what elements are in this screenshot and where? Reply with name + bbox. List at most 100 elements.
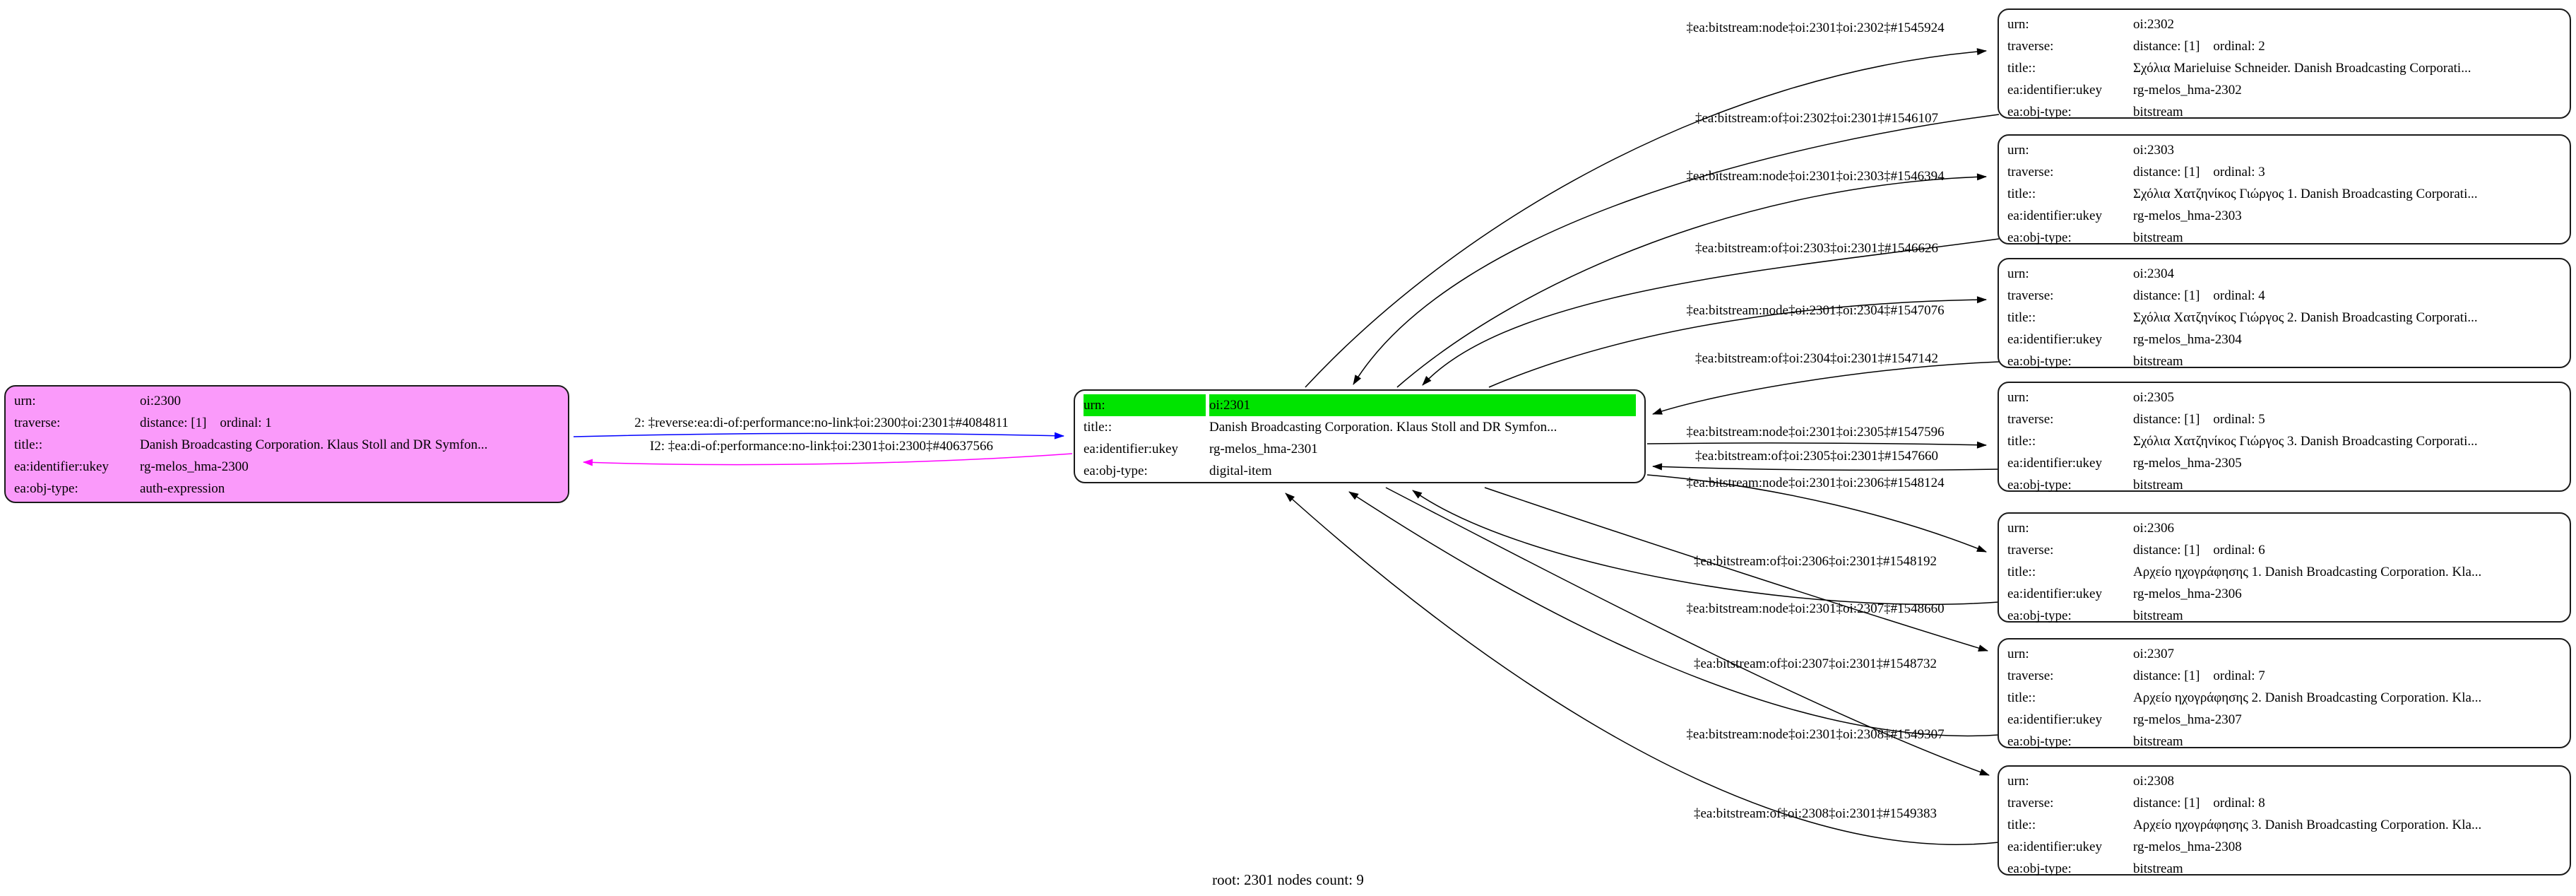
field-value: Αρχείο ηχογράφησης 1. Danish Broadcastin… bbox=[2133, 565, 2482, 579]
edge-of-2305-2301 bbox=[1652, 463, 2000, 471]
edge-of-2303-2301 bbox=[1422, 238, 2000, 386]
node-field-row: title::Danish Broadcasting Corporation. … bbox=[1075, 416, 1644, 438]
node-field-row: urn: oi:2306 bbox=[1999, 517, 2570, 539]
edge-performance-forward bbox=[573, 432, 1064, 440]
field-value: bitstream bbox=[2133, 734, 2183, 749]
node-field-row: title::Αρχείο ηχογράφησης 1. Danish Broa… bbox=[1999, 561, 2570, 583]
node-field-row: urn:oi:2308 bbox=[1999, 770, 2570, 792]
field-key: urn: bbox=[14, 394, 36, 408]
field-value: distance: [1] ordinal: 8 bbox=[2133, 796, 2265, 810]
edge-node-2301-2302 bbox=[1305, 48, 1987, 388]
field-key: ea:identifier:ukey bbox=[2007, 586, 2102, 601]
field-value: rg-melos_hma-2306 bbox=[2133, 586, 2242, 601]
field-key: title:: bbox=[2007, 434, 2036, 449]
field-value: distance: [1] ordinal: 5 bbox=[2133, 412, 2265, 427]
field-key: traverse: bbox=[2007, 165, 2054, 179]
edge-node-2301-2307 bbox=[1484, 487, 1988, 652]
field-key: traverse: bbox=[2007, 796, 2054, 810]
field-value: bitstream bbox=[2133, 861, 2183, 876]
field-value: Αρχείο ηχογράφησης 3. Danish Broadcastin… bbox=[2133, 818, 2482, 832]
node-field-row: urn:oi:2303 bbox=[1999, 139, 2570, 161]
field-key: ea:identifier:ukey bbox=[2007, 332, 2102, 347]
field-value: Σχόλια Χατζηνίκος Γιώργος 2. Danish Broa… bbox=[2133, 310, 2478, 325]
node-oi2305[interactable]: urn:oi:2305 traverse:distance: [1] ordin… bbox=[1998, 382, 2571, 493]
node-field-row: traverse:distance: [1] ordinal: 4 bbox=[1999, 285, 2570, 307]
field-value: distance: [1] ordinal: 1 bbox=[140, 415, 272, 430]
field-value: oi:2306 bbox=[2133, 521, 2175, 536]
edge-node-2301-2305 bbox=[1646, 441, 1987, 449]
field-value: rg-melos_hma-2304 bbox=[2133, 332, 2242, 347]
node-field-row: title::Σχόλια Χατζηνίκος Γιώργος 1. Dani… bbox=[1999, 183, 2570, 205]
node-field-row: ea:obj-type: bitstream bbox=[1999, 474, 2570, 496]
node-field-row: ea:obj-type:bitstream bbox=[1999, 350, 2570, 372]
node-oi2307[interactable]: urn:oi:2307 traverse:distance: [1] ordin… bbox=[1998, 638, 2571, 749]
field-value: Danish Broadcasting Corporation. Klaus S… bbox=[1209, 420, 1557, 435]
node-oi2301-root[interactable]: urn:oi:2301 title::Danish Broadcasting C… bbox=[1074, 389, 1646, 483]
field-key: urn: bbox=[2007, 266, 2029, 281]
node-field-row: title::Αρχείο ηχογράφησης 2. Danish Broa… bbox=[1999, 687, 2570, 709]
field-key: traverse: bbox=[14, 415, 61, 430]
field-key: ea:identifier:ukey bbox=[2007, 712, 2102, 727]
field-key: ea:obj-type: bbox=[1084, 464, 1148, 478]
node-field-row: ea:obj-type: bitstream bbox=[1999, 858, 2570, 880]
node-oi2308[interactable]: urn:oi:2308 traverse: distance: [1] ordin… bbox=[1998, 765, 2571, 876]
field-value: rg-melos_hma-2303 bbox=[2133, 208, 2242, 223]
node-field-row: urn: oi:2300 bbox=[6, 390, 568, 412]
field-value: rg-melos_hma-2301 bbox=[1209, 442, 1318, 456]
field-value: digital-item bbox=[1209, 464, 1272, 478]
field-value: oi:2308 bbox=[2133, 774, 2175, 789]
node-oi2300[interactable]: urn: oi:2300 traverse: distance: [1] ordin… bbox=[4, 385, 569, 503]
field-value: distance: [1] ordinal: 7 bbox=[2133, 668, 2265, 683]
field-key: ea:obj-type: bbox=[2007, 478, 2072, 493]
edge-of-2308-2301 bbox=[1285, 493, 2000, 845]
field-value: rg-melos_hma-2307 bbox=[2133, 712, 2242, 727]
edge-label: ‡ea:bitstream:node‡oi:2301‡oi:2307‡#1548… bbox=[1686, 601, 1945, 616]
field-value: Αρχείο ηχογράφησης 2. Danish Broadcastin… bbox=[2133, 690, 2482, 705]
node-oi2302[interactable]: urn:oi:2302 traverse:distance: [1] ordin… bbox=[1998, 8, 2571, 119]
edge-label: ‡ea:bitstream:of‡oi:2304‡oi:2301‡#154714… bbox=[1694, 351, 1939, 366]
edge-of-2307-2301 bbox=[1348, 491, 2000, 737]
field-value: distance: [1] ordinal: 3 bbox=[2133, 165, 2265, 179]
node-field-row: traverse:distance: [1] ordinal: 7 bbox=[1999, 665, 2570, 687]
field-key: ea:obj-type: bbox=[14, 481, 78, 496]
field-key: urn: bbox=[2007, 521, 2029, 536]
edge-label: ‡ea:bitstream:of‡oi:2306‡oi:2301‡#154819… bbox=[1693, 554, 1937, 569]
field-key: ea:obj-type: bbox=[2007, 861, 2072, 876]
node-field-row: traverse: distance: [1] ordinal: 8 bbox=[1999, 792, 2570, 814]
field-value: oi:2300 bbox=[140, 394, 182, 408]
field-value: rg-melos_hma-2305 bbox=[2133, 456, 2242, 471]
field-key: title:: bbox=[2007, 187, 2036, 201]
edge-of-2306-2301 bbox=[1412, 490, 2000, 606]
node-field-row: urn:oi:2302 bbox=[1999, 13, 2570, 35]
field-key: urn: bbox=[2007, 143, 2029, 158]
field-key: title:: bbox=[2007, 61, 2036, 76]
node-oi2303[interactable]: urn:oi:2303 traverse: distance: [1] ordin… bbox=[1998, 134, 2571, 245]
node-field-row: title::Σχόλια Χατζηνίκος Γιώργος 2. Dani… bbox=[1999, 307, 2570, 329]
node-field-row: ea:obj-type: digital-item bbox=[1075, 460, 1644, 482]
graph-caption: root: 2301 nodes count: 9 bbox=[1212, 871, 1364, 888]
edge-performance-inverse bbox=[583, 453, 1073, 466]
field-key: urn: bbox=[2007, 17, 2029, 32]
edge-node-2301-2304 bbox=[1488, 296, 1987, 388]
edge-label: ‡ea:bitstream:of‡oi:2307‡oi:2301‡#154873… bbox=[1693, 656, 1937, 671]
node-oi2306[interactable]: urn:oi:2306 traverse:distance: [1] ordin… bbox=[1998, 512, 2571, 623]
node-field-row: title::Σχόλια Marieluise Schneider. Dani… bbox=[1999, 57, 2570, 79]
node-oi2304[interactable]: urn:oi:2304 traverse:distance: [1] ordin… bbox=[1998, 258, 2571, 369]
field-value: distance: [1] ordinal: 6 bbox=[2133, 543, 2265, 558]
edge-label: ‡ea:bitstream:of‡oi:2308‡oi:2301‡#154938… bbox=[1693, 806, 1937, 821]
edge-node-2301-2308 bbox=[1385, 487, 1990, 776]
field-key: title:: bbox=[2007, 690, 2036, 705]
field-key: title:: bbox=[2007, 310, 2036, 325]
field-key: urn: bbox=[1084, 394, 1206, 416]
field-value: bitstream bbox=[2133, 230, 2183, 245]
field-key: traverse: bbox=[2007, 288, 2054, 303]
edge-label: ‡ea:bitstream:node‡oi:2301‡oi:2302‡#1545… bbox=[1686, 20, 1945, 35]
field-value: bitstream bbox=[2133, 478, 2183, 493]
edge-label: ‡ea:bitstream:node‡oi:2301‡oi:2303‡#1546… bbox=[1686, 169, 1945, 184]
node-field-row: ea:obj-type:auth-expression bbox=[6, 478, 568, 500]
edge-label: ‡ea:bitstream:of‡oi:2305‡oi:2301‡#154766… bbox=[1694, 449, 1939, 464]
